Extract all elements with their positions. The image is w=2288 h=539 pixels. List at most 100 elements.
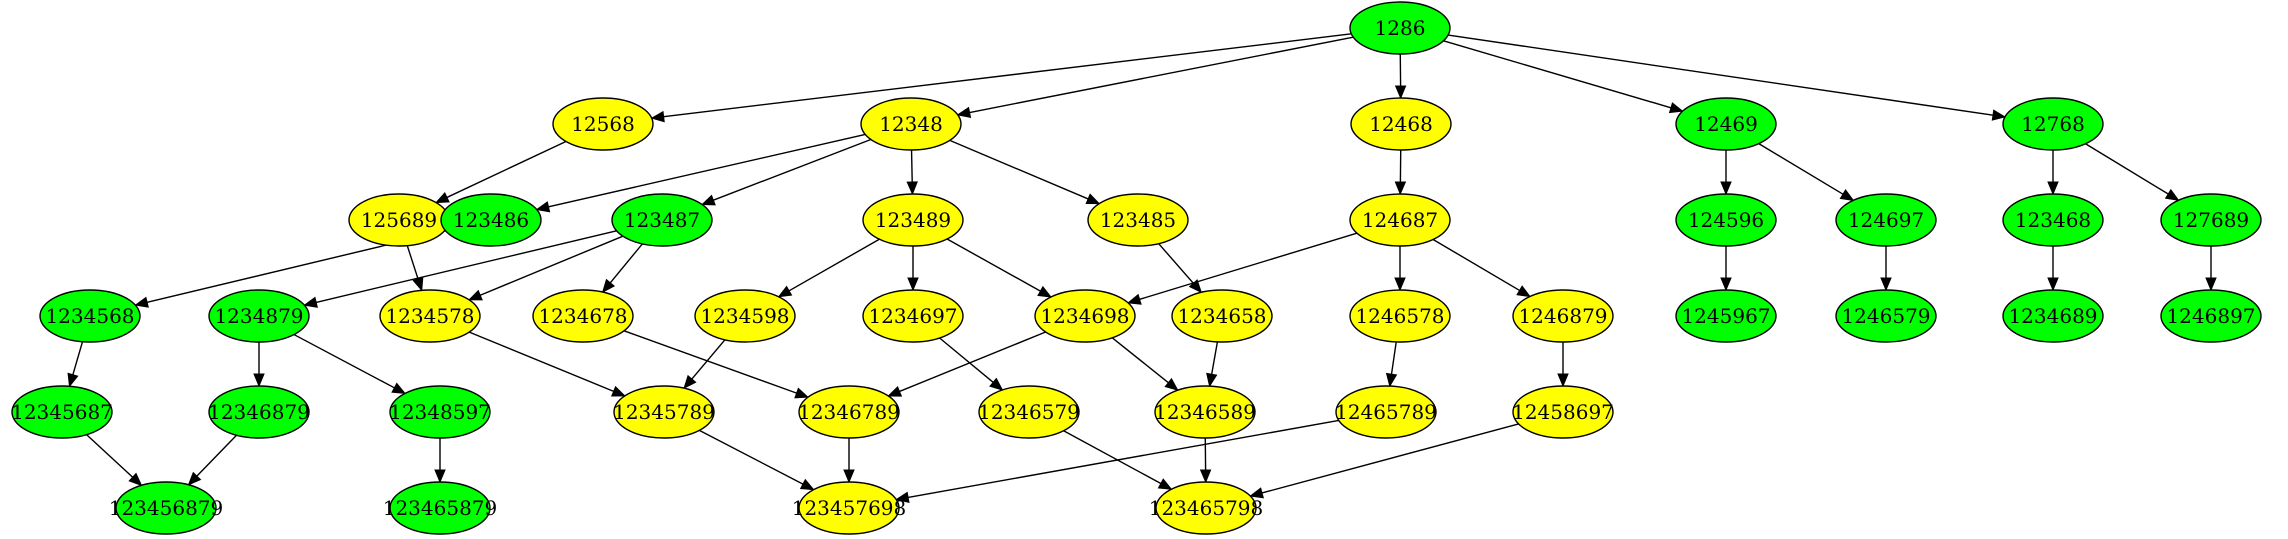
- arrowhead: [2205, 277, 2217, 292]
- node-127689: 127689: [2160, 193, 2262, 247]
- node-label: 12568: [571, 112, 635, 136]
- edge-1246879-to-12458697: [1557, 342, 1569, 388]
- node-ellipse: [11, 385, 113, 439]
- arrowhead: [1164, 377, 1179, 392]
- node-ellipse: [379, 289, 481, 343]
- edge-1234568-to-12345687: [67, 341, 84, 388]
- node-ellipse: [208, 289, 310, 343]
- arrowhead: [887, 385, 903, 397]
- edge-12469-to-124697: [1758, 143, 1855, 202]
- edge-1234879-to-12346879: [253, 342, 265, 388]
- node-ellipse: [611, 193, 713, 247]
- arrowhead: [777, 285, 793, 298]
- node-1234658: 1234658: [1171, 289, 1273, 343]
- arrowhead: [1720, 181, 1732, 196]
- arrowhead: [1199, 469, 1212, 484]
- arrowhead: [601, 278, 616, 294]
- edge-1234879-to-12348597: [293, 333, 407, 395]
- arrowhead: [1991, 109, 2007, 121]
- node-123486: 123486: [440, 193, 542, 247]
- node-label: 12345789: [613, 400, 715, 424]
- edge-1234598-to-12345789: [683, 339, 726, 390]
- edge-1286-to-12468: [1394, 53, 1407, 100]
- edge-1286-to-12348: [956, 36, 1354, 119]
- arrowhead: [907, 277, 919, 292]
- node-ellipse: [1087, 193, 1189, 247]
- node-12346789: 12346789: [798, 385, 900, 439]
- edge-line: [1390, 341, 1397, 375]
- node-label: 12465789: [1335, 400, 1437, 424]
- node-12346579: 12346579: [978, 385, 1080, 439]
- node-ellipse: [115, 481, 217, 535]
- edge-line: [479, 235, 624, 296]
- arrowhead: [1720, 277, 1732, 292]
- node-12465789: 12465789: [1335, 385, 1437, 439]
- edge-line: [1758, 143, 1844, 195]
- node-123456879: 123456879: [109, 481, 224, 535]
- node-1246579: 1246579: [1835, 289, 1937, 343]
- node-ellipse: [1512, 385, 1614, 439]
- node-label: 1246879: [1518, 304, 1607, 328]
- node-123457698: 123457698: [792, 481, 906, 535]
- arrowhead: [1085, 193, 1101, 205]
- node-label: 1246897: [2166, 304, 2255, 328]
- node-label: 12346589: [1154, 400, 1256, 424]
- arrowhead: [128, 472, 143, 487]
- node-label: 12346789: [798, 400, 900, 424]
- node-ellipse: [1171, 289, 1273, 343]
- edge-line: [1448, 34, 1994, 116]
- node-12346589: 12346589: [1154, 385, 1256, 439]
- node-ellipse: [2002, 193, 2104, 247]
- node-label: 127689: [2173, 208, 2249, 232]
- node-123487: 123487: [611, 193, 713, 247]
- arrowhead: [67, 372, 79, 388]
- node-12348597: 12348597: [389, 385, 491, 439]
- edge-line: [939, 337, 994, 383]
- edge-line: [468, 331, 614, 392]
- edge-line: [910, 149, 913, 183]
- node-label: 123465798: [1149, 496, 1264, 520]
- edge-12346879-to-123456879: [187, 434, 238, 486]
- node-ellipse: [440, 193, 542, 247]
- node-ellipse: [1349, 1, 1451, 55]
- node-ellipse: [389, 385, 491, 439]
- node-ellipse: [1350, 97, 1452, 151]
- node-label: 1234698: [1040, 304, 1129, 328]
- edge-line: [196, 434, 238, 477]
- edge-12346789-to-123457698: [843, 438, 855, 484]
- arrowhead: [2047, 181, 2059, 196]
- node-12768: 12768: [2002, 97, 2104, 151]
- edge-line: [1158, 243, 1194, 284]
- node-label: 123486: [453, 208, 529, 232]
- node-ellipse: [1154, 385, 1256, 439]
- node-label: 12469: [1694, 112, 1758, 136]
- node-1246578: 1246578: [1349, 289, 1451, 343]
- node-label: 1234879: [214, 304, 303, 328]
- node-label: 123456879: [109, 496, 224, 520]
- edge-1234698-to-12346589: [1111, 337, 1179, 392]
- edge-124687-to-1246879: [1432, 238, 1532, 298]
- node-label: 123465879: [383, 496, 498, 520]
- node-label: 12345687: [11, 400, 113, 424]
- arrowhead: [843, 469, 855, 484]
- node-1234697: 1234697: [862, 289, 964, 343]
- arrowhead: [799, 478, 815, 491]
- node-label: 12768: [2021, 112, 2085, 136]
- arrowhead: [2164, 188, 2180, 201]
- arrowhead: [1037, 285, 1053, 298]
- node-1234879: 1234879: [208, 289, 310, 343]
- node-label: 1246578: [1355, 304, 1444, 328]
- node-12345687: 12345687: [11, 385, 113, 439]
- edge-123489-to-1234598: [777, 238, 880, 298]
- edge-123487-to-1234578: [467, 235, 624, 301]
- arrowhead: [989, 377, 1004, 391]
- edge-line: [86, 434, 134, 478]
- arrowhead: [253, 373, 265, 388]
- arrowhead: [187, 471, 202, 486]
- node-ellipse: [2160, 289, 2262, 343]
- edge-line: [623, 330, 797, 394]
- node-label: 1286: [1375, 16, 1426, 40]
- edge-125689-to-1234578: [406, 245, 424, 292]
- node-ellipse: [1034, 289, 1136, 343]
